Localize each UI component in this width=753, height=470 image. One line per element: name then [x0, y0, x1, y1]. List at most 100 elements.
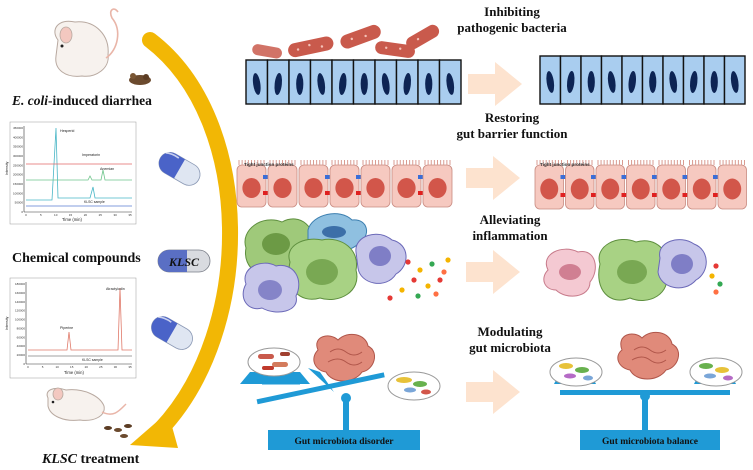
- chrom2-y-axis-label: Intensity: [5, 316, 9, 330]
- cell-nucleus: [252, 73, 261, 95]
- chrom2-y-tick: 0: [23, 362, 25, 366]
- cytokine-dot: [709, 273, 715, 279]
- barrier-nucleus: [662, 178, 681, 200]
- epithelium-healthy: [539, 55, 746, 105]
- cytokine-dot: [399, 287, 405, 293]
- barrier-nucleus: [242, 178, 261, 198]
- alleviating-title-line1: Alleviating: [480, 212, 541, 227]
- chrom1-x-tick: 20: [84, 213, 88, 217]
- tight-junction-red: [682, 193, 691, 197]
- chrom1-peak-1: Hesperid: [60, 129, 74, 133]
- cytokine-dot: [437, 277, 443, 283]
- cell-nucleus: [669, 71, 678, 93]
- tight-junction-label-right: Tight junction proteins: [540, 162, 590, 167]
- tight-junction-red: [591, 193, 599, 197]
- alleviating-title-line2: inflammation: [472, 228, 548, 243]
- treatment-label: KLSC treatment: [41, 452, 140, 467]
- tight-junction-red: [652, 193, 660, 197]
- cell-nucleus: [317, 73, 326, 95]
- barrier-nucleus: [366, 178, 385, 198]
- cytokine-dot: [405, 259, 411, 265]
- dish-microbes-left: [396, 377, 431, 395]
- cell-nucleus: [274, 73, 283, 95]
- tight-junction-blue: [682, 175, 691, 179]
- modulating-title-line1: Modulating: [477, 324, 543, 339]
- klsc-capsule-label: KLSC: [168, 255, 200, 269]
- transition-arrows: [466, 62, 522, 414]
- restoring-title-line1: Restoring: [485, 110, 540, 125]
- chrom2-x-axis-label: Time (min): [64, 370, 84, 375]
- chrom2-sample-label: KLSC sample: [82, 358, 103, 362]
- chrom2-peak-2: Atractylodin: [106, 287, 125, 291]
- tight-junction-red: [263, 191, 271, 195]
- chrom1-y-tick: 400000: [13, 135, 23, 139]
- chromatogram-2: Piperine Atractylodin KLSC sample Time (…: [5, 277, 137, 379]
- barrier-nucleus: [570, 178, 589, 200]
- barrier-nucleus: [273, 178, 292, 198]
- cell-nucleus: [425, 73, 433, 95]
- chrom1-x-tick: 5: [40, 213, 42, 217]
- chrom1-y-tick: 50000: [15, 201, 24, 205]
- cell-nucleus: [446, 73, 455, 95]
- barrier-nucleus: [723, 178, 742, 200]
- cell-nucleus: [566, 71, 575, 93]
- chrom2-y-tick: 180000: [15, 282, 25, 286]
- cell-nucleus: [689, 71, 698, 93]
- chrom1-peak-2: Imperatorin: [82, 153, 100, 157]
- tight-junction-blue: [356, 175, 364, 179]
- cytokine-dot: [433, 291, 439, 297]
- chrom2-x-tick: 10: [55, 365, 59, 369]
- tight-junction-red: [560, 193, 569, 197]
- pathogenic-bacteria: [252, 24, 440, 59]
- chrom2-x-tick: 20: [85, 365, 89, 369]
- chrom1-y-tick: 100000: [13, 191, 23, 195]
- cytokine-dot: [713, 289, 719, 295]
- inhibiting-title-line2: pathogenic bacteria: [457, 20, 567, 35]
- gut-barrier-damaged: [236, 160, 453, 208]
- barrier-nucleus: [304, 178, 323, 198]
- chrom2-x-tick: 25: [99, 365, 103, 369]
- mouse-icon-top: [54, 8, 151, 85]
- chrom2-y-tick: 140000: [15, 300, 25, 304]
- balance-label: Gut microbiota balance: [602, 437, 698, 447]
- cell-nucleus: [381, 73, 390, 95]
- chrom2-x-tick: 30: [114, 365, 118, 369]
- capsule-icon-2: [151, 316, 193, 350]
- cell-nucleus: [649, 71, 657, 93]
- klsc-capsule-icon: KLSC: [157, 249, 211, 273]
- barrier-nucleus: [428, 178, 447, 198]
- barrier-nucleus: [601, 178, 620, 200]
- dish-microbes-balance-right: [699, 363, 733, 381]
- tight-junction-blue: [560, 175, 569, 179]
- chrom2-y-ticks: 0200004000060000800001000001200001400001…: [15, 282, 25, 366]
- cell-nucleus: [587, 71, 595, 93]
- cytokine-dots-right: [709, 263, 723, 295]
- chromatogram-1: Hesperid Imperatorin Anemian KLSC sample…: [5, 121, 137, 225]
- chrom1-y-tick: 250000: [13, 163, 23, 167]
- chrom1-x-axis-label: Time (min): [62, 217, 82, 222]
- tight-junction-blue: [418, 175, 426, 179]
- chrom1-x-tick: 30: [113, 213, 117, 217]
- tight-junction-blue: [591, 175, 599, 179]
- chrom1-y-ticks: 0500001000001500002000002500003000003500…: [13, 126, 23, 214]
- cell-nucleus: [360, 73, 368, 95]
- immune-cells-calm: [543, 238, 707, 301]
- chrom1-x-tick: 10: [54, 213, 58, 217]
- tight-junction-red: [325, 191, 333, 195]
- chrom2-peak-1: Piperine: [60, 326, 73, 330]
- barrier-nucleus: [631, 178, 650, 200]
- cell-nucleus: [546, 71, 555, 93]
- cytokine-dot: [441, 269, 447, 275]
- cytokine-dots-left: [387, 257, 451, 301]
- cell-nucleus: [338, 73, 347, 95]
- compounds-label: Chemical compounds: [12, 251, 141, 266]
- cell-nucleus: [296, 73, 304, 95]
- tight-junction-red: [621, 193, 630, 197]
- cytokine-dot: [717, 281, 723, 287]
- intestine-icon-right: [617, 331, 680, 380]
- tight-junction-blue: [652, 175, 660, 179]
- chrom1-x-tick: 0: [25, 213, 27, 217]
- cytokine-dot: [425, 283, 431, 289]
- modulating-title-line2: gut microbiota: [469, 340, 551, 355]
- cytokine-dot: [445, 257, 451, 263]
